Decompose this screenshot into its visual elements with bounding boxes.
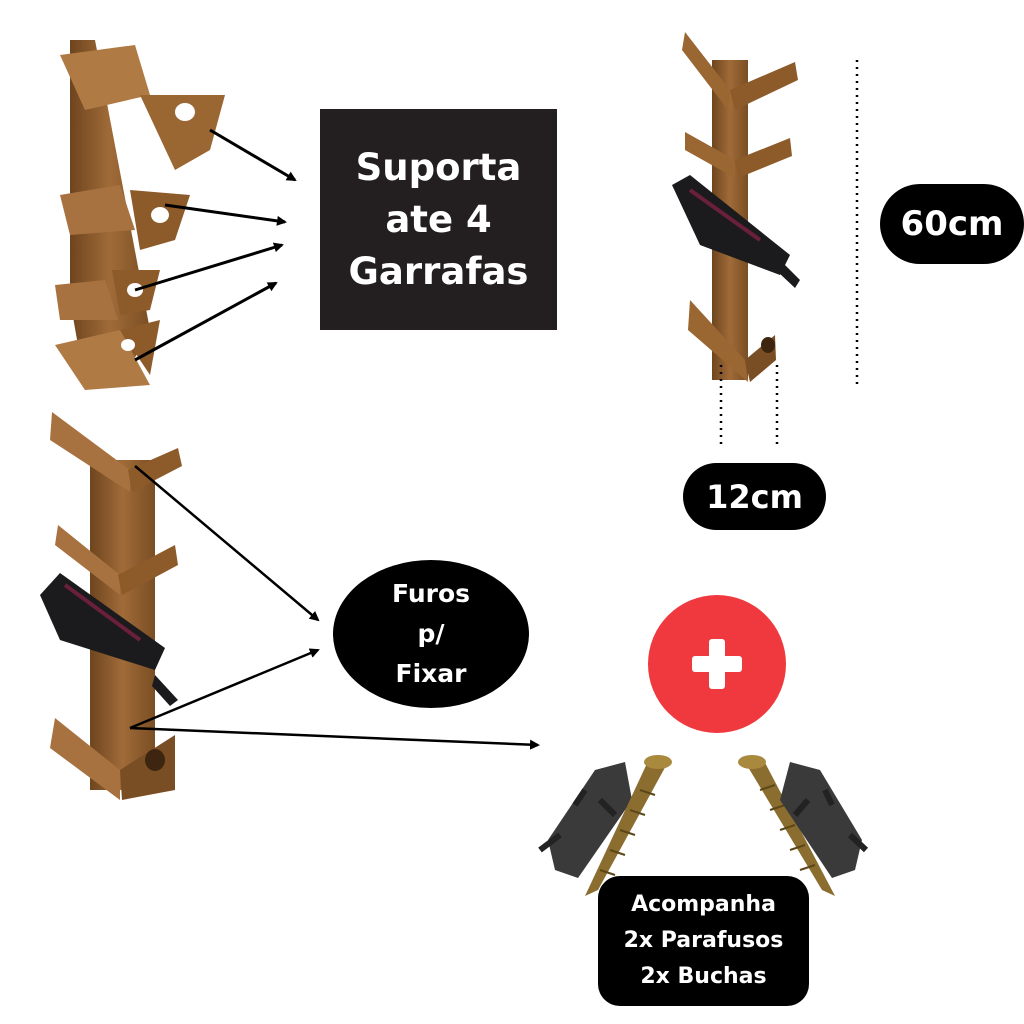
width-badge: 12cm: [683, 463, 826, 530]
mounting-holes-badge: Furos p/ Fixar: [333, 560, 529, 708]
included-line-3: 2x Buchas: [640, 964, 767, 989]
capacity-line-3: Garrafas: [348, 249, 529, 293]
capacity-arrows: [134, 128, 297, 362]
holes-line-1: Furos: [391, 579, 470, 608]
plus-vertical-bar: [709, 639, 725, 689]
wine-rack-angled-view: [55, 40, 225, 390]
capacity-label-box: Suporta ate 4 Garrafas: [320, 109, 557, 330]
mounting-arrows: [129, 465, 540, 750]
screws-and-plugs: [538, 755, 869, 896]
holes-line-3: Fixar: [395, 659, 467, 688]
included-line-1: Acompanha: [631, 892, 776, 917]
included-line-2: 2x Parafusos: [623, 928, 784, 953]
holes-line-2: p/: [417, 619, 445, 648]
height-badge: 60cm: [880, 184, 1024, 264]
height-label: 60cm: [900, 204, 1004, 244]
width-label: 12cm: [706, 477, 803, 516]
dimension-lines: [719, 60, 859, 448]
capacity-line-1: Suporta: [355, 145, 522, 189]
wine-rack-front-view: [672, 32, 800, 382]
included-items-box: Acompanha 2x Parafusos 2x Buchas: [598, 876, 809, 1006]
plus-icon: [648, 595, 786, 733]
wine-rack-mounting-view: [40, 412, 182, 800]
capacity-line-2: ate 4: [385, 197, 492, 241]
